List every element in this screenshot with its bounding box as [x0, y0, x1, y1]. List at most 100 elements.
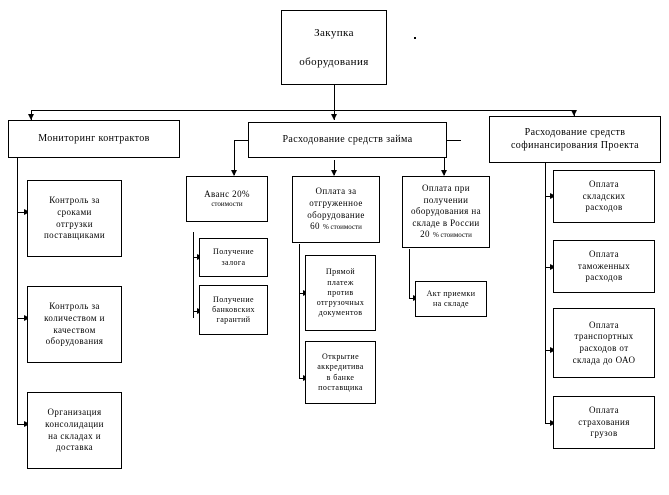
node-mon-3[interactable]: Организация консолидации на складах и до… [27, 392, 122, 469]
connector-mon-2 [17, 318, 27, 319]
node-loan-advance[interactable]: Аванс 20% стоимости [186, 176, 268, 222]
node-mon-3-line-4: доставка [55, 442, 94, 453]
node-mon-2-line-2: количеством и [44, 312, 105, 323]
node-cofinancing-line-1: Расходование средств [524, 126, 626, 138]
connector-main-bus [31, 110, 574, 111]
connector-loan-left-down [234, 140, 235, 175]
arrow-cofinancing [570, 110, 577, 116]
connector-loan-center-down [334, 160, 335, 175]
speck-artifact [414, 37, 416, 39]
node-mon-3-line-3: на складах и [48, 430, 101, 441]
connector-cof-4 [545, 423, 553, 424]
node-cof-2[interactable]: Оплата таможенных расходов [553, 240, 655, 293]
node-shipped-1-line-5: документов [318, 308, 363, 318]
node-cof-3-line-4: склада до ОАО [572, 354, 636, 365]
connector-mon-3 [17, 424, 27, 425]
node-advance-2-line-1: Получение [213, 294, 254, 304]
node-cof-4-line-2: страхования [578, 416, 630, 427]
node-cof-1-line-3: расходов [585, 202, 623, 213]
node-mon-1-line-4: поставщиками [43, 230, 106, 241]
node-received-1-line-2: на складе [432, 299, 470, 308]
connector-cofinancing-spine [545, 163, 546, 423]
node-advance-2-line-2: банковских [212, 304, 255, 314]
node-loan-shipped-line-2: отгруженное [309, 197, 363, 208]
connector-monitoring-spine [17, 154, 18, 424]
connector-loan-right-stub [447, 140, 461, 141]
arrow-monitoring [27, 114, 34, 120]
connector-advance-2 [193, 311, 199, 312]
node-cof-3-line-3: расходов от [579, 343, 629, 353]
node-loan-shipped-percent: 60 [310, 221, 320, 232]
node-loan-received-line-4: складе в России [412, 217, 480, 228]
node-mon-1[interactable]: Контроль за сроками отгрузки поставщикам… [27, 180, 122, 257]
connector-received-spine [409, 249, 410, 299]
node-mon-2[interactable]: Контроль за количеством и качеством обор… [27, 286, 122, 363]
connector-shipped-spine [299, 244, 300, 379]
node-loan-received-line-1: Оплата при [422, 183, 470, 194]
node-shipped-1[interactable]: Прямой платеж против отгрузочных докумен… [305, 255, 376, 331]
node-shipped-1-line-1: Прямой [325, 267, 356, 277]
node-advance-1-line-2: залога [221, 257, 246, 267]
connector-cof-2 [545, 267, 553, 268]
node-root[interactable]: Закупка оборудования [281, 10, 387, 85]
node-loan-funds-label: Расходование средств займа [282, 133, 413, 145]
node-mon-3-line-1: Организация [47, 407, 102, 418]
node-cof-3-line-2: транспортных [574, 331, 634, 342]
connector-root-down [334, 85, 335, 110]
node-mon-2-line-3: качеством [53, 324, 96, 335]
connector-shipped-1 [299, 293, 305, 294]
node-mon-1-line-2: сроками [57, 206, 92, 217]
node-loan-shipped-line-1: Оплата за [315, 186, 357, 197]
node-shipped-1-line-3: против [327, 287, 354, 297]
node-received-1[interactable]: Акт приемки на складе [415, 281, 487, 317]
node-loan-funds[interactable]: Расходование средств займа [248, 122, 447, 158]
node-cof-3-line-1: Оплата [588, 319, 619, 330]
node-loan-shipped-percent-suffix: % стоимости [322, 223, 362, 232]
connector-cof-1 [545, 196, 553, 197]
node-shipped-1-line-4: отгрузочных [316, 298, 365, 308]
arrow-loan [330, 114, 337, 120]
node-root-line-2: оборудования [299, 55, 369, 68]
node-cof-1-line-2: складских [582, 190, 626, 201]
node-monitoring-label: Мониторинг контрактов [38, 132, 150, 144]
node-loan-shipped[interactable]: Оплата за отгруженное оборудование 60% с… [292, 176, 380, 243]
node-advance-2-line-3: гарантий [216, 315, 251, 325]
node-cof-1-line-1: Оплата [588, 179, 619, 190]
node-shipped-2[interactable]: Открытие аккредитива в банке поставщика [305, 341, 376, 404]
node-shipped-2-line-2: аккредитива [317, 362, 364, 372]
node-mon-2-line-1: Контроль за [49, 301, 100, 312]
node-loan-shipped-line-3: оборудование [307, 209, 365, 220]
node-loan-received[interactable]: Оплата при получении оборудования на скл… [402, 176, 490, 248]
node-cofinancing[interactable]: Расходование средств софинансирования Пр… [489, 116, 661, 163]
connector-mon-1 [17, 212, 27, 213]
connector-cof-3 [545, 350, 553, 351]
node-cof-4[interactable]: Оплата страхования грузов [553, 396, 655, 449]
node-loan-advance-subline: стоимости [211, 200, 243, 209]
node-monitoring[interactable]: Мониторинг контрактов [8, 120, 180, 158]
node-cof-2-line-2: таможенных [577, 260, 631, 271]
connector-shipped-2 [299, 378, 305, 379]
node-cofinancing-line-2: софинансирования Проекта [510, 139, 640, 151]
node-cof-2-line-1: Оплата [588, 249, 619, 260]
arrow-loan-shipped [330, 170, 337, 176]
connector-advance-spine [193, 232, 194, 318]
node-cof-3[interactable]: Оплата транспортных расходов от склада д… [553, 308, 655, 378]
node-advance-1[interactable]: Получение залога [199, 238, 268, 277]
arrow-loan-advance [230, 170, 237, 176]
node-cof-4-line-3: грузов [590, 428, 618, 439]
node-advance-1-line-1: Получение [213, 247, 254, 257]
node-mon-1-line-3: отгрузки [56, 218, 93, 229]
node-loan-received-line-3: оборудования на [411, 206, 481, 217]
node-shipped-2-line-3: в банке [326, 372, 355, 382]
node-mon-2-line-4: оборудования [45, 336, 104, 347]
node-cof-1[interactable]: Оплата складских расходов [553, 170, 655, 223]
node-root-line-1: Закупка [314, 27, 354, 40]
node-mon-3-line-2: консолидации [45, 418, 104, 429]
node-shipped-2-line-1: Открытие [321, 352, 360, 362]
node-advance-2[interactable]: Получение банковских гарантий [199, 285, 268, 335]
node-loan-received-percent-suffix: % стоимости [432, 231, 472, 240]
node-loan-received-percent-row: 20% стоимости [420, 229, 472, 241]
node-mon-1-line-1: Контроль за [49, 195, 100, 206]
node-loan-received-line-2: получении [423, 194, 469, 205]
